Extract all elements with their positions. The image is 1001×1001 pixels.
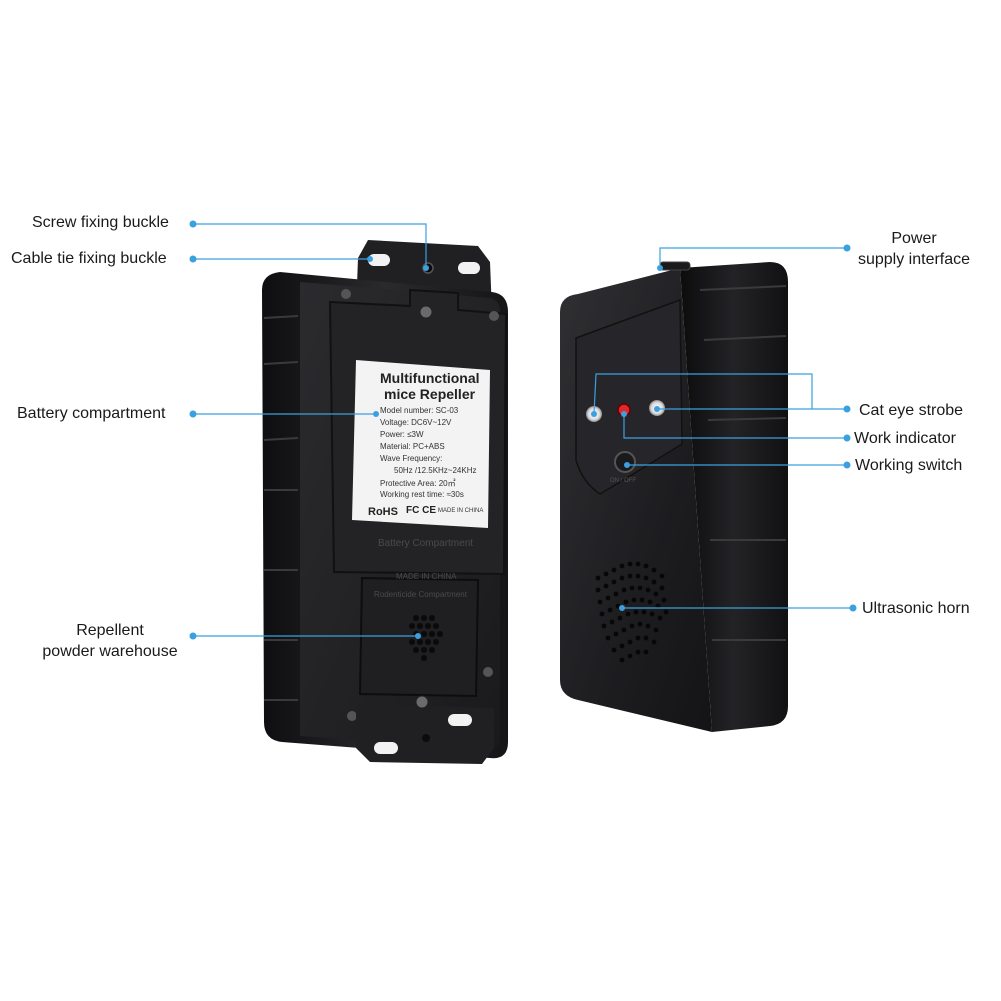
label-wave-frequency: Wave Frequency: bbox=[380, 453, 443, 464]
callout-repellent-line2: powder warehouse bbox=[42, 643, 178, 660]
callout-ultrasonic-horn: Ultrasonic horn bbox=[862, 600, 970, 617]
corner-screw-tr bbox=[489, 311, 499, 321]
callout-cable-tie-fixing-buckle: Cable tie fixing buckle bbox=[11, 250, 167, 267]
label-wave-values: 50Hz /12.5KHz~24KHz bbox=[394, 465, 477, 476]
callout-power-line1: Power bbox=[891, 230, 937, 247]
callout-lines bbox=[193, 223, 853, 637]
callout-cat-eye-strobe: Cat eye strobe bbox=[859, 402, 964, 419]
embossed-battery-compartment: Battery Compartment bbox=[378, 538, 474, 549]
ultrasonic-horn-grille bbox=[595, 561, 669, 663]
label-protective-area: Protective Area: 20㎡ bbox=[380, 478, 456, 489]
label-power: Power: ≤3W bbox=[380, 429, 424, 440]
callout-working-switch: Working switch bbox=[855, 457, 963, 474]
left-speaker-grille bbox=[409, 615, 443, 661]
callout-power-line2: supply interface bbox=[857, 251, 971, 268]
callout-power-supply-interface: Power supply interface bbox=[848, 228, 980, 270]
label-fc-ce: FC CE bbox=[406, 505, 436, 516]
control-panel bbox=[575, 298, 683, 495]
left-device bbox=[262, 240, 508, 764]
bottom-screw bbox=[415, 695, 429, 709]
label-model: Model number: SC-03 bbox=[380, 405, 459, 416]
label-rohs: RoHS bbox=[368, 506, 398, 518]
corner-screw-br bbox=[483, 667, 493, 677]
corner-screw-bl bbox=[347, 711, 357, 721]
bottom-slot-right bbox=[448, 714, 472, 726]
bottom-mounting-tab bbox=[356, 704, 494, 764]
callout-dots bbox=[189, 220, 857, 640]
label-title-line1: Multifunctional bbox=[380, 370, 480, 386]
label-rest-time: Working rest time: ≈30s bbox=[380, 489, 464, 500]
battery-cover-screw bbox=[419, 305, 433, 319]
right-side-panel bbox=[680, 262, 788, 732]
label-material: Material: PC+ABS bbox=[380, 441, 445, 452]
callout-battery-compartment: Battery compartment bbox=[17, 405, 166, 422]
callout-screw-fixing-buckle: Screw fixing buckle bbox=[32, 214, 169, 231]
working-switch-button bbox=[614, 451, 636, 473]
corner-screw-tl bbox=[341, 289, 351, 299]
right-device bbox=[560, 261, 788, 732]
embossed-on-off: ON / OFF bbox=[610, 478, 636, 484]
cable-tie-slot-right bbox=[458, 262, 480, 274]
bottom-slot-left bbox=[374, 742, 398, 754]
bottom-hole bbox=[422, 734, 430, 742]
callout-repellent-powder-warehouse: Repellent powder warehouse bbox=[28, 620, 192, 662]
product-label bbox=[352, 360, 490, 528]
label-voltage: Voltage: DC6V~12V bbox=[380, 417, 452, 428]
embossed-rodenticide-compartment: Rodenticide Compartment bbox=[374, 590, 467, 599]
callout-repellent-line1: Repellent bbox=[76, 622, 144, 639]
label-title-line2: mice Repeller bbox=[384, 386, 476, 402]
cable-tie-slot-left bbox=[368, 254, 390, 266]
power-interface-port bbox=[659, 261, 691, 271]
callout-work-indicator: Work indicator bbox=[854, 430, 956, 447]
label-made-in-china: MADE IN CHINA bbox=[438, 507, 484, 515]
embossed-made-in-china: MADE IN CHINA bbox=[396, 572, 457, 581]
